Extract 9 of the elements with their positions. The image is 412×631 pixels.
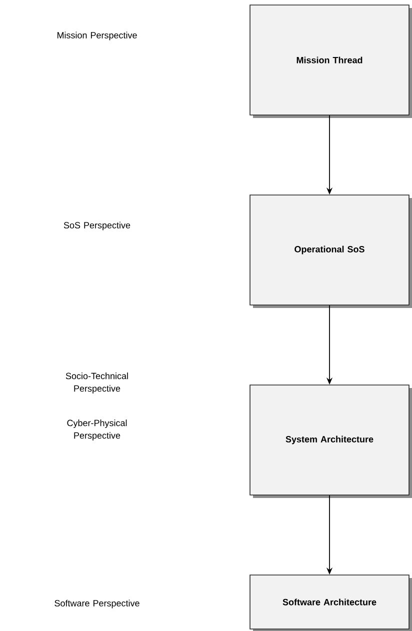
- process-box: Software Architecture: [250, 574, 412, 631]
- process-box: System Architecture: [250, 384, 412, 498]
- perspective-label: SoS Perspective: [64, 222, 130, 230]
- perspective-label: Software Perspective: [54, 600, 140, 608]
- perspective-label: Mission Perspective: [57, 32, 137, 40]
- process-box: Operational SoS: [250, 194, 412, 308]
- perspective-label: Socio-Technical Perspective: [66, 372, 128, 394]
- perspective-label: Cyber-Physical Perspective: [67, 420, 127, 440]
- process-box: Mission Thread: [250, 4, 412, 118]
